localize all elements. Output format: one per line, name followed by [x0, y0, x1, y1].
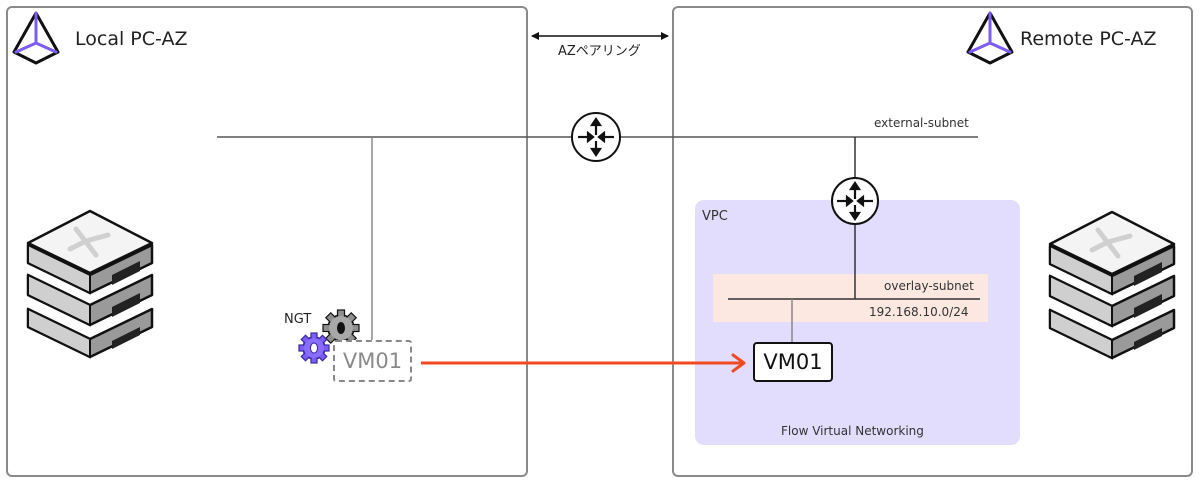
- migration-arrow: [421, 353, 746, 373]
- overlay-subnet-label: overlay-subnet: [884, 279, 974, 293]
- ngt-label: NGT: [284, 312, 312, 327]
- remote-vm-name: VM01: [763, 350, 823, 374]
- remote-vm-box[interactable]: VM01: [753, 342, 833, 382]
- server-stack-icon: [1048, 210, 1176, 360]
- local-vm-box[interactable]: VM01: [333, 340, 412, 382]
- overlay-subnet-band: [713, 274, 988, 322]
- vpc-footer-label: Flow Virtual Networking: [781, 424, 924, 438]
- prism-central-icon: [966, 11, 1014, 65]
- local-az-title: Local PC-AZ: [75, 28, 188, 50]
- ngt-gears-icon: [298, 309, 360, 364]
- router-icon: [571, 112, 621, 162]
- vpc-area: [695, 200, 1020, 445]
- az-pairing-label: AZペアリング: [558, 44, 641, 59]
- router-icon: [831, 177, 879, 225]
- external-subnet-label: external-subnet: [874, 116, 969, 130]
- prism-central-icon: [12, 11, 60, 65]
- local-vm-name: VM01: [342, 349, 403, 373]
- remote-az-title: Remote PC-AZ: [1020, 28, 1157, 50]
- vpc-label: VPC: [702, 209, 728, 224]
- server-stack-icon: [26, 209, 154, 359]
- overlay-subnet-cidr: 192.168.10.0/24: [869, 305, 969, 319]
